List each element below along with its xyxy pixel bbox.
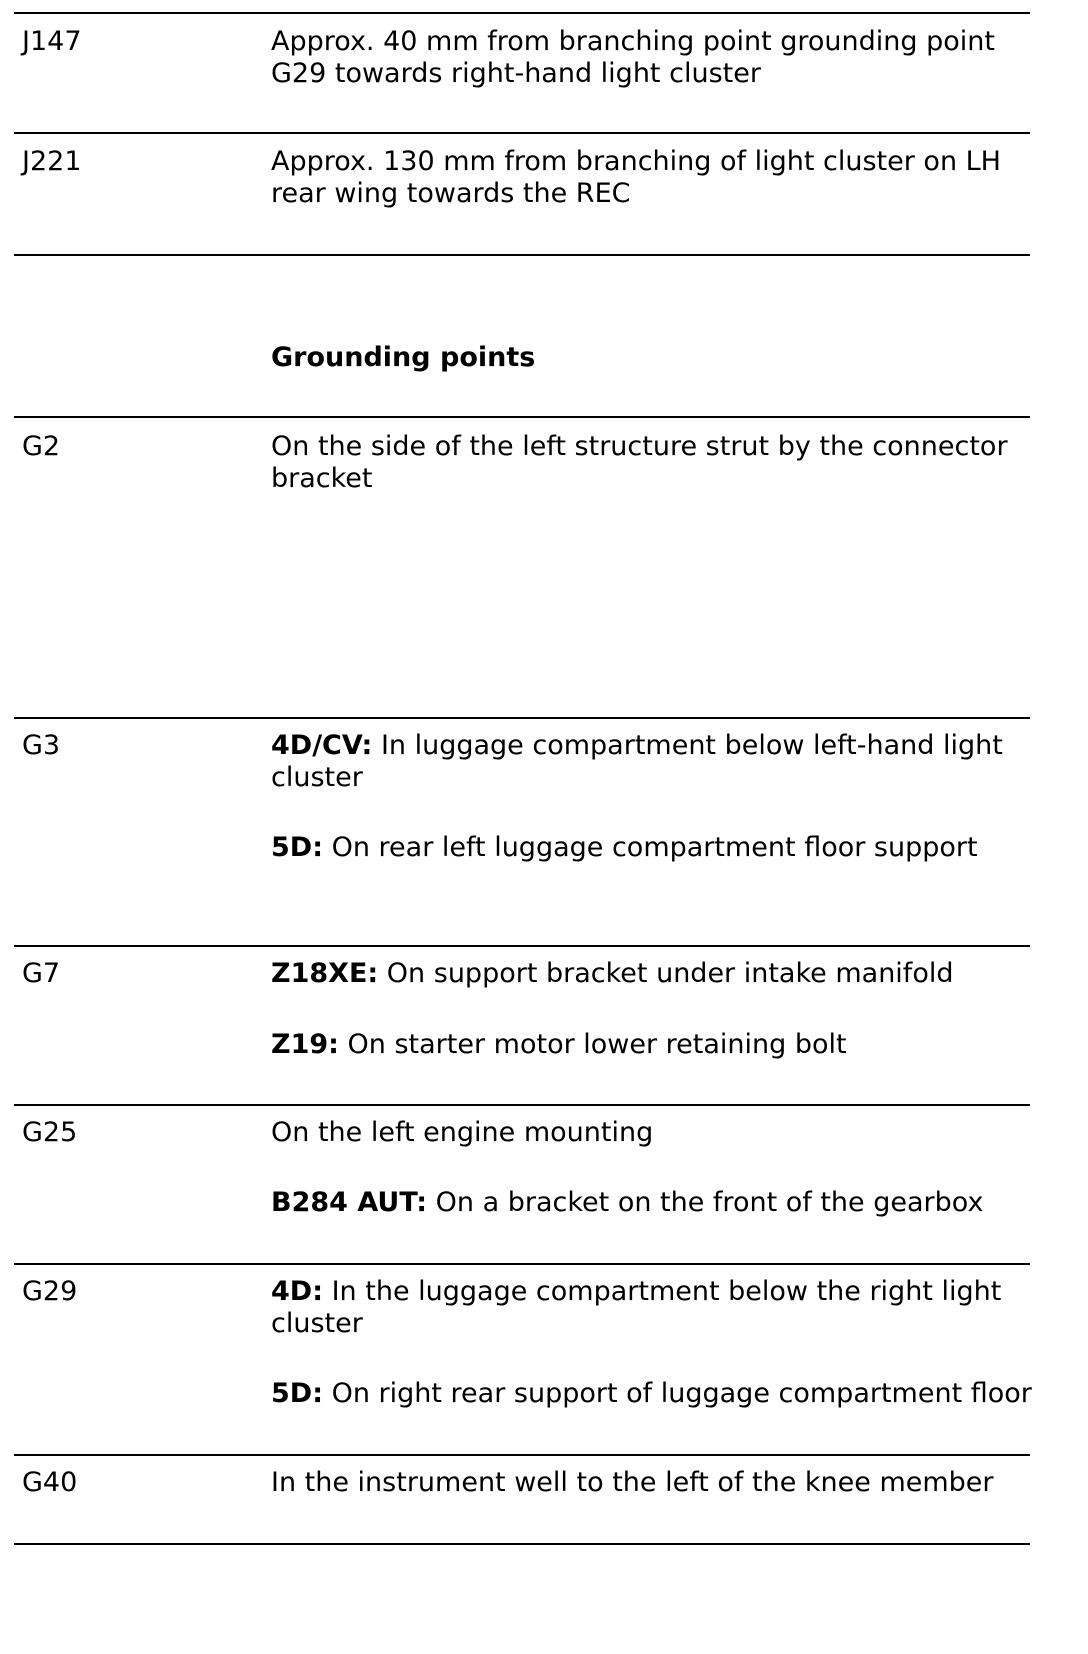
description-text: On rear left luggage compartment floor s… — [323, 832, 978, 863]
row-description: In the instrument well to the left of th… — [271, 1467, 1023, 1499]
description-text: On support bracket under intake manifold — [378, 958, 954, 989]
variant-label: Z19: — [271, 1029, 339, 1060]
row-code: G2 — [22, 431, 61, 462]
row-code: J147 — [22, 26, 82, 57]
row-description: 4D: In the luggage compartment below the… — [271, 1276, 1023, 1340]
row-code: G40 — [22, 1467, 78, 1498]
row-description: Approx. 130 mm from branching of light c… — [271, 146, 1001, 209]
row-code: G29 — [22, 1276, 78, 1307]
description-text: On the left engine mounting — [271, 1117, 654, 1148]
description-text: In the instrument well to the left of th… — [271, 1467, 994, 1498]
table-rule — [14, 1104, 1030, 1106]
row-description: B284 AUT: On a bracket on the front of t… — [271, 1187, 1023, 1219]
row-code: G3 — [22, 730, 61, 761]
table-rule — [14, 1543, 1030, 1545]
row-description: 5D: On rear left luggage compartment flo… — [271, 832, 1023, 864]
row-description: On the left engine mounting — [271, 1117, 1023, 1149]
row-description: On the side of the left structure strut … — [271, 431, 1023, 495]
row-description: 5D: On right rear support of luggage com… — [271, 1378, 1051, 1410]
row-code: G7 — [22, 958, 61, 989]
row-description: 4D/CV: In luggage compartment below left… — [271, 730, 1023, 794]
table-rule — [14, 945, 1030, 947]
variant-label: Z18XE: — [271, 958, 379, 989]
variant-label: 4D/CV: — [271, 730, 373, 761]
variant-label: 5D: — [271, 832, 323, 863]
table-rule — [14, 1263, 1030, 1265]
section-heading: Grounding points — [271, 342, 536, 373]
row-code: G25 — [22, 1117, 78, 1148]
table-rule — [14, 416, 1030, 418]
description-text: On starter motor lower retaining bolt — [338, 1029, 847, 1060]
description-text: On the side of the left structure strut … — [271, 431, 1008, 494]
variant-label: 5D: — [271, 1378, 323, 1409]
row-description: Approx. 40 mm from branching point groun… — [271, 26, 995, 89]
variant-label: B284 AUT: — [271, 1187, 428, 1218]
row-description: Z19: On starter motor lower retaining bo… — [271, 1029, 1023, 1061]
table-rule — [14, 1454, 1030, 1456]
table-rule — [14, 717, 1030, 719]
variant-label: 4D: — [271, 1276, 323, 1307]
row-code: J221 — [22, 146, 82, 177]
description-text: On right rear support of luggage compart… — [323, 1378, 1032, 1409]
table-rule — [14, 12, 1030, 14]
description-text: On a bracket on the front of the gearbox — [427, 1187, 984, 1218]
description-text: In the luggage compartment below the rig… — [271, 1276, 1002, 1339]
table-rule — [14, 132, 1030, 134]
table-rule — [14, 254, 1030, 256]
description-text: In luggage compartment below left-hand l… — [271, 730, 1003, 793]
row-description: Z18XE: On support bracket under intake m… — [271, 958, 1023, 990]
